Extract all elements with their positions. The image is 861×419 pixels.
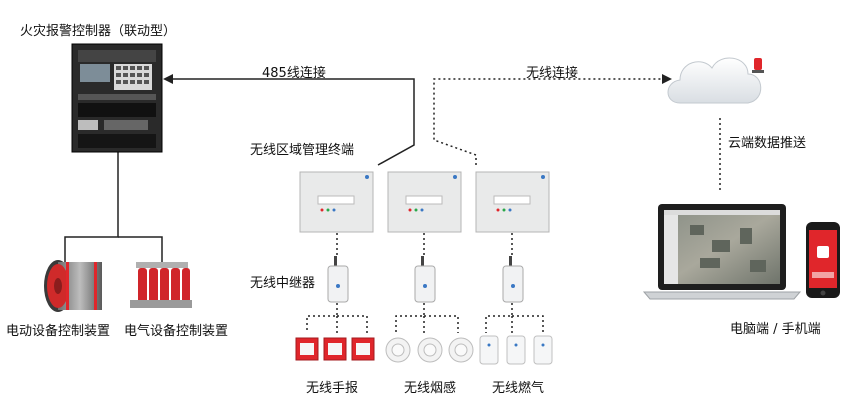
cloud-icon: [667, 57, 764, 104]
wireless-gas-label: 无线燃气: [492, 381, 545, 396]
laptop-image: [642, 204, 802, 300]
repeater-label: 无线中继器: [250, 276, 316, 291]
controller-title: 火灾报警控制器（联动型）: [20, 24, 177, 39]
zone-terminal-3: [475, 171, 550, 233]
link-485-line: [170, 78, 415, 166]
zone-terminal-label: 无线区域管理终端: [250, 143, 355, 158]
wireless-dotted-lines: [306, 78, 721, 333]
link-wireless-label: 无线连接: [526, 66, 579, 81]
zone-terminal-1: [299, 171, 374, 233]
arrow-right-icon: [662, 74, 672, 84]
motor-control-label: 电动设备控制装置: [6, 324, 111, 339]
repeater-3: [502, 256, 524, 303]
repeater-2: [414, 256, 436, 303]
wireless-manual-label: 无线手报: [306, 381, 359, 396]
smoke-detectors: [385, 337, 474, 363]
fire-alarm-controller-image: [71, 43, 163, 153]
wireless-smoke-label: 无线烟感: [404, 381, 457, 396]
cylinder-rack-image: [130, 262, 192, 308]
manual-call-points: [295, 337, 375, 361]
fan-device-image: [44, 260, 102, 312]
phone-image: [806, 222, 840, 298]
link-485-label: 485线连接: [262, 66, 326, 81]
link-wireless-line: [433, 78, 665, 165]
electric-control-label: 电气设备控制装置: [124, 324, 229, 339]
connection-lines: [64, 74, 415, 262]
cloud-push-label: 云端数据推送: [728, 136, 807, 151]
gas-detectors: [479, 335, 553, 365]
pc-mobile-label: 电脑端 / 手机端: [730, 322, 821, 337]
repeater-1: [327, 256, 349, 303]
zone-terminal-2: [387, 171, 462, 233]
controller-to-devices-line: [64, 152, 119, 262]
arrow-left-icon: [163, 74, 173, 84]
